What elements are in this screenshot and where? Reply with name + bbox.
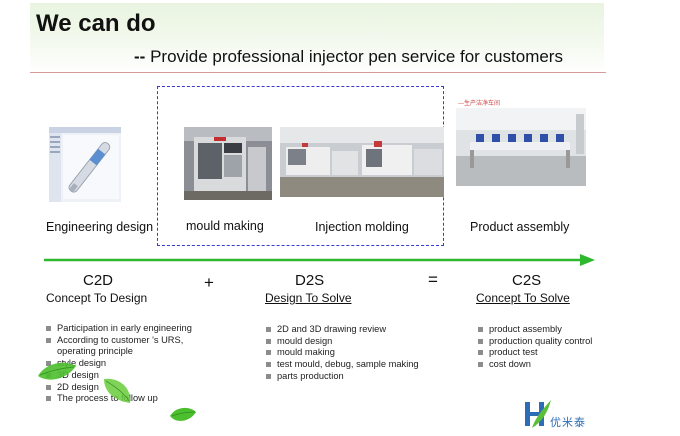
subtitle-dash: -- <box>134 47 146 66</box>
page-subtitle: -- Provide professional injector pen ser… <box>134 47 563 67</box>
cad-injector-pen-screenshot <box>49 127 121 202</box>
cleanroom-caption: ---生产洁净车间 <box>458 101 500 107</box>
list-item: The process to follow up <box>46 393 192 405</box>
step-list-d2s: 2D and 3D drawing review mould design mo… <box>266 324 419 383</box>
list-item: mould making <box>266 347 419 359</box>
caption-mould-making: mould making <box>186 219 264 233</box>
caption-injection-molding: Injection molding <box>315 220 409 234</box>
step-code-d2s: D2S <box>295 272 325 289</box>
list-item: According to customer 's URS, <box>46 335 192 347</box>
list-item: Participation in early engineering <box>46 323 192 335</box>
caption-product-assembly: Product assembly <box>470 220 570 234</box>
brand-name: 优米泰 <box>550 416 586 429</box>
subtitle-text: Provide professional injector pen servic… <box>150 47 563 66</box>
header-band <box>30 3 604 73</box>
step-list-c2s: product assembly production quality cont… <box>478 324 592 371</box>
list-item: 2D design <box>46 382 192 394</box>
process-arrow <box>44 254 595 266</box>
assembly-cleanroom-photo <box>456 108 586 186</box>
list-item: parts production <box>266 371 419 383</box>
list-item: production quality control <box>478 336 592 348</box>
leaf-icon <box>38 362 76 380</box>
cnc-machine-photo <box>184 127 272 200</box>
header-divider <box>30 72 606 73</box>
step-code-c2s: C2S <box>512 272 542 289</box>
step-subtitle-c2s: Concept To Solve <box>476 291 570 305</box>
list-item: style design <box>46 358 192 370</box>
h-leaf-logo-icon <box>525 400 551 428</box>
caption-engineering-design: Engineering design <box>46 220 154 234</box>
step-subtitle-c2d: Concept To Design <box>46 291 148 305</box>
step-subtitle-d2s: Design To Solve <box>265 291 352 305</box>
list-item: 2D and 3D drawing review <box>266 324 419 336</box>
step-code-c2d: C2D <box>83 272 114 289</box>
equals-operator: = <box>428 270 438 289</box>
list-item: operating principle <box>57 346 133 357</box>
injection-molding-workshop-photo <box>280 127 444 197</box>
page-title: We can do <box>36 10 156 37</box>
list-item: product assembly <box>478 324 592 336</box>
list-item: mould design <box>266 336 419 348</box>
list-item: test mould, debug, sample making <box>266 359 419 371</box>
leaf-icon <box>170 407 196 421</box>
list-item: cost down <box>478 359 592 371</box>
list-item: product test <box>478 347 592 359</box>
plus-operator: + <box>204 273 214 292</box>
leaf-icon <box>104 378 131 403</box>
